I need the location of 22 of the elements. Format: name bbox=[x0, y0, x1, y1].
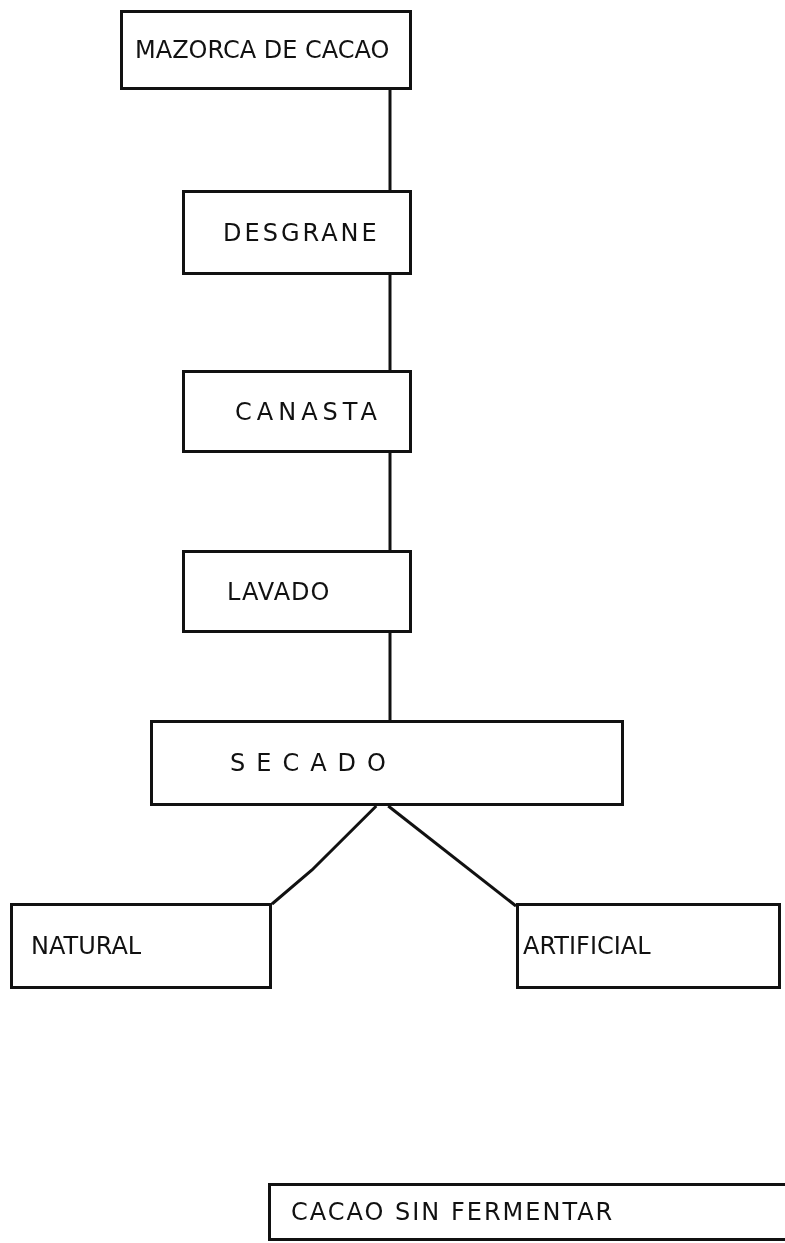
connector-line bbox=[271, 804, 378, 906]
connector-line bbox=[387, 804, 517, 908]
step-label: CANASTA bbox=[235, 397, 382, 426]
process-box bbox=[120, 10, 412, 90]
step-label: ARTIFICIAL bbox=[523, 932, 651, 960]
connector-line bbox=[388, 90, 392, 190]
step-label: LAVADO bbox=[227, 577, 331, 606]
process-box bbox=[516, 903, 781, 989]
connector-line bbox=[388, 275, 392, 370]
step-label: MAZORCA DE CACAO bbox=[135, 36, 390, 64]
process-box bbox=[182, 190, 412, 275]
process-box bbox=[150, 720, 624, 806]
step-label: CACAO SIN FERMENTAR bbox=[291, 1198, 615, 1226]
connector-line bbox=[388, 453, 392, 550]
process-box bbox=[182, 370, 412, 453]
connector-line bbox=[388, 633, 392, 720]
step-label: SECADO bbox=[230, 749, 397, 777]
process-box bbox=[182, 550, 412, 633]
process-box bbox=[268, 1183, 785, 1241]
process-box bbox=[10, 903, 272, 989]
step-label: DESGRANE bbox=[223, 218, 380, 247]
step-label: NATURAL bbox=[31, 932, 142, 960]
